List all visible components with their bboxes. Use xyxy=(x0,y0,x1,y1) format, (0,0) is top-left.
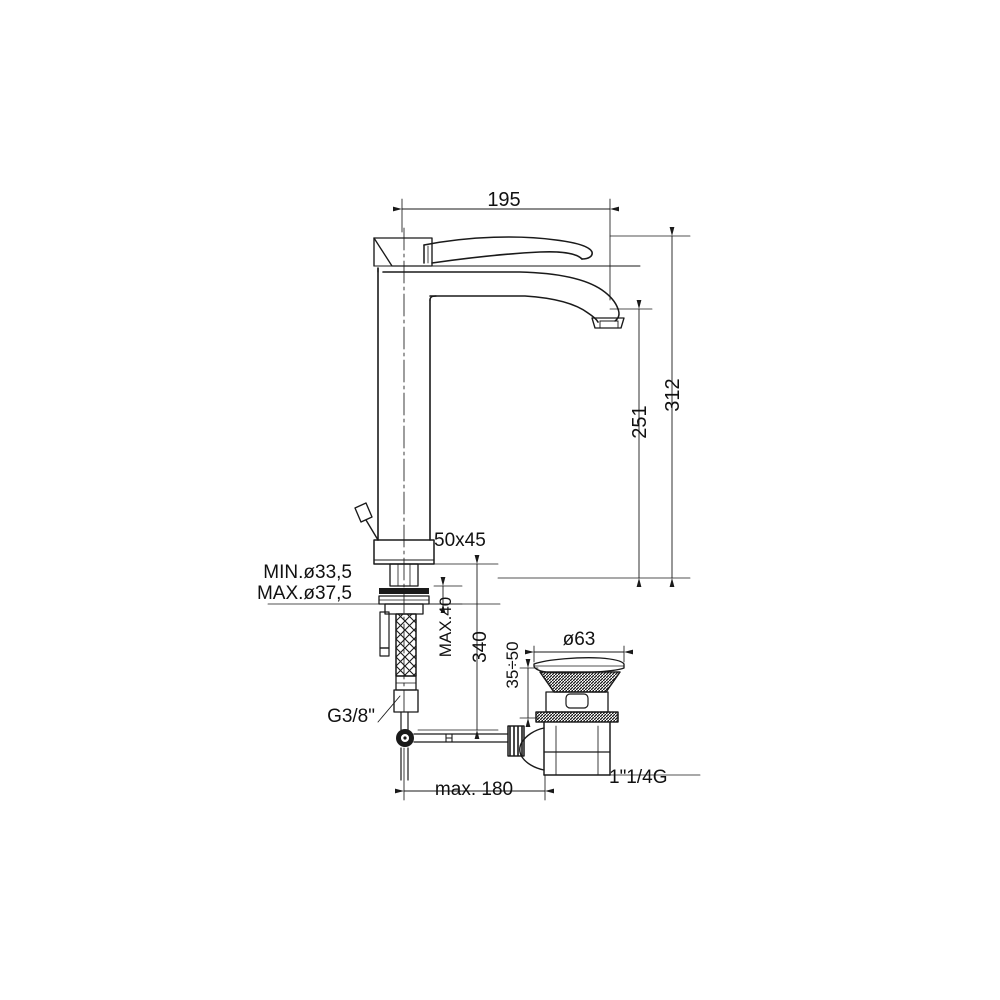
popup-pull-rod xyxy=(413,733,509,743)
lever-handle xyxy=(373,236,593,267)
dimension-hose-length xyxy=(417,555,499,739)
label-supply-thread: G3/8" xyxy=(327,706,375,727)
faucet-body-column xyxy=(377,267,437,541)
label-spout-reach: 195 xyxy=(487,189,520,211)
dimension-spout-reach xyxy=(393,198,619,301)
label-rod-max: max. 180 xyxy=(435,779,513,800)
popup-lift-rod xyxy=(354,502,379,541)
label-base-size: 50x45 xyxy=(434,530,486,551)
flexible-supply-hose xyxy=(395,613,417,691)
waste-cap xyxy=(533,657,625,723)
supply-tail-short xyxy=(379,611,390,657)
faucet-cap xyxy=(373,237,641,267)
label-spout-height: 251 xyxy=(629,405,651,438)
leader-supply-thread xyxy=(377,695,401,723)
popup-rod-vertical xyxy=(400,711,409,781)
dimension-waste-diameter xyxy=(525,645,633,663)
label-waste-thread: 1"1/4G xyxy=(609,767,668,788)
spout-aerator xyxy=(591,317,625,329)
dimension-waste-adjust xyxy=(519,659,539,727)
label-hose-length: 340 xyxy=(470,631,491,663)
label-total-height: 312 xyxy=(662,378,684,411)
linkage-pivot xyxy=(396,729,414,747)
dimension-max-thickness xyxy=(428,577,463,613)
dimension-total-height xyxy=(497,227,691,587)
dimension-text-group: 195 251 312 50x45 MIN.ø33,5 MAX.ø37,5 MA… xyxy=(257,189,684,800)
dimension-rod-max xyxy=(395,747,554,801)
faucet-spout xyxy=(382,271,620,323)
label-hole-min: MIN.ø33,5 xyxy=(263,562,352,583)
dimension-spout-height xyxy=(609,300,653,587)
waste-body xyxy=(507,721,611,776)
label-hole-max: MAX.ø37,5 xyxy=(257,583,352,604)
supply-connector-g38 xyxy=(393,689,419,713)
label-waste-diameter: ø63 xyxy=(563,629,596,650)
label-max-thickness: MAX.40 xyxy=(436,597,455,657)
label-waste-adjust: 35÷50 xyxy=(503,641,522,688)
